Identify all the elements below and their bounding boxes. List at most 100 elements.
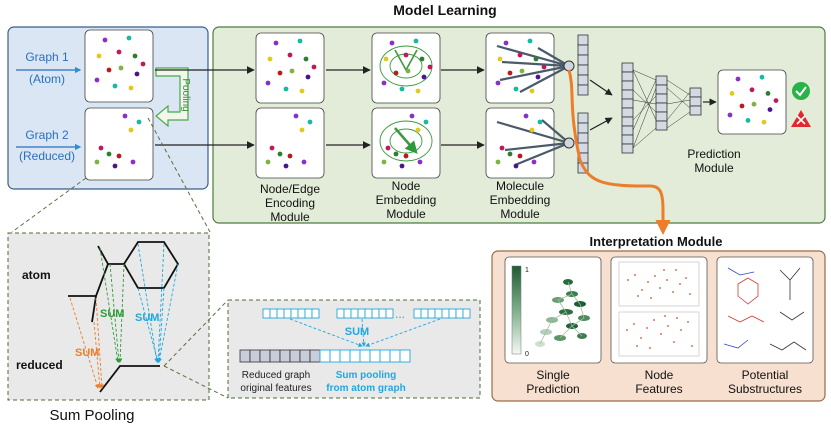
readout-lines-2: [496, 119, 570, 167]
graph2-label: Graph 2: [25, 128, 69, 142]
graph2-node: [112, 163, 118, 169]
pooled-features-caption: Sum pooling from atom graph: [326, 370, 405, 394]
prediction-node: [751, 101, 757, 107]
molecule2-node: [531, 159, 537, 165]
pooled-features-l1: Sum pooling: [336, 370, 397, 381]
encoding2-node: [307, 119, 313, 125]
attribution-molecule: [535, 279, 590, 347]
zoom-line-right: [147, 117, 211, 233]
molecule-vector-1: [577, 34, 589, 96]
embedding2-node: [423, 119, 429, 125]
prediction-node: [765, 91, 771, 96]
molecule1-node: [529, 88, 535, 94]
molecule2-node: [499, 145, 505, 151]
node-embedding-box-2: [371, 107, 441, 179]
molecule1-node: [533, 56, 539, 62]
node-embedding-module-label: Node Embedding Module: [376, 179, 437, 221]
pooling-arrow: [155, 67, 189, 128]
substructure-drawings: [723, 267, 807, 351]
embedding1-node: [403, 52, 409, 58]
graph1-node: [132, 53, 138, 59]
encoding2-node: [283, 163, 289, 169]
molecule1-node: [517, 52, 523, 58]
prediction-node: [773, 98, 779, 103]
sum-arrows-blue: [137, 243, 179, 363]
check-icon: [792, 82, 810, 100]
prediction-label-l2: Module: [694, 161, 734, 175]
molecule-embedding-module-label: Molecule Embedding Module: [490, 179, 551, 221]
encoding2-node: [293, 113, 299, 119]
node-features-l2: Features: [635, 382, 682, 396]
embedding1-node: [393, 70, 399, 76]
feature-sum-label: SUM: [345, 326, 369, 338]
encoding1-node: [267, 56, 273, 62]
embedding2-node: [403, 153, 409, 159]
single-prediction-caption: Single Prediction: [526, 368, 579, 396]
graph1-sublabel: (Atom): [29, 72, 65, 86]
embedding2-node: [399, 163, 405, 169]
molecule2-node: [529, 127, 535, 133]
graph2-node: [98, 145, 104, 151]
sum-pooling-caption: Sum Pooling: [49, 407, 134, 424]
molecule1-node: [513, 86, 519, 92]
graph2-node: [130, 159, 136, 165]
prediction-node: [739, 103, 745, 109]
graph2-node: [122, 113, 128, 119]
molecule-embedding-label-l2: Embedding: [490, 193, 551, 207]
embedding1-node: [419, 56, 425, 62]
molecule1-node: [535, 74, 541, 80]
hidden-layer: [655, 75, 668, 131]
node-embedding-label-l3: Module: [386, 207, 426, 221]
molecule1-node: [519, 68, 525, 74]
reduced-features-l1: Reduced graph: [242, 370, 310, 381]
encoding2-node: [265, 159, 271, 165]
graph2-node: [106, 151, 112, 157]
single-prediction-l1: Single: [536, 368, 570, 382]
atom-feature-vectors: [262, 308, 471, 319]
encoding1-node: [277, 70, 283, 76]
embedding1-node: [421, 74, 427, 80]
encoding1-node: [289, 68, 295, 74]
molecule2-node: [523, 113, 529, 119]
embedding1-node: [413, 38, 419, 44]
graph2-sublabel: (Reduced): [19, 149, 75, 163]
feature-sum-arrows: [289, 318, 441, 347]
graph1-node: [140, 61, 146, 67]
molecule-embedding-box-2: [485, 107, 555, 179]
encoding1-node: [265, 80, 271, 86]
graph2-node: [136, 119, 142, 125]
embedding1-node: [399, 86, 405, 92]
molecule2-node: [507, 151, 513, 157]
substructures-caption: Potential Substructures: [728, 368, 802, 396]
concat-vector: [621, 62, 634, 154]
readout-node-1: [563, 60, 575, 72]
embedding2-node: [381, 159, 387, 165]
graph1-node: [94, 77, 100, 83]
graph1-node: [102, 37, 108, 43]
encoding2-node: [299, 127, 305, 133]
zoom-line-feature-bottom: [163, 365, 229, 399]
title-interpretation: Interpretation Module: [590, 234, 723, 249]
graph1-node: [96, 53, 102, 59]
graph1-label: Graph 1: [25, 50, 69, 64]
molecule1-node: [507, 70, 513, 76]
sum-label-orange: SUM: [75, 347, 99, 359]
substructures-l2: Substructures: [728, 382, 802, 396]
molecule-embedding-label-l3: Module: [500, 207, 540, 221]
encoding1-node: [283, 86, 289, 92]
pooled-feature-vector: [319, 349, 411, 363]
feature-ellipsis: ...: [395, 307, 405, 321]
encoding1-node: [311, 64, 317, 70]
prediction-node: [749, 87, 755, 93]
single-prediction-l2: Prediction: [526, 382, 579, 396]
node-features-l1: Node: [645, 368, 674, 382]
encoding2-node: [301, 159, 307, 165]
prediction-node: [745, 118, 751, 123]
single-prediction-card: [504, 256, 602, 364]
graph1-node: [134, 71, 140, 77]
embedding1-node: [381, 80, 387, 86]
prediction-node: [759, 74, 765, 80]
molecule1-node: [497, 56, 503, 62]
embedding1-node: [427, 64, 433, 70]
node-features-plot-bottom: [618, 311, 700, 357]
